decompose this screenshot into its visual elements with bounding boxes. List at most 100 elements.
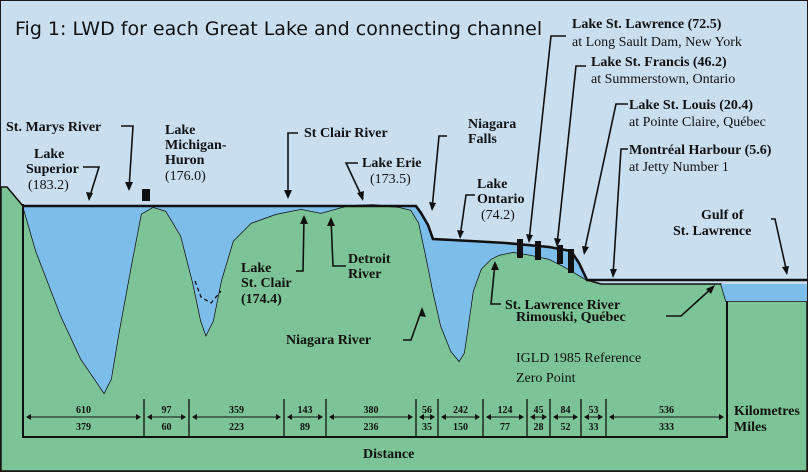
segment-arrows <box>26 414 724 420</box>
label-lake-michigan-huron-value: (176.0) <box>165 169 206 184</box>
segment-arrowhead-left <box>584 414 589 420</box>
segment-km-value: 53 <box>589 405 599 416</box>
label-montreal-harbour: Montréal Harbour (5.6) <box>629 143 772 158</box>
segment-km-value: 124 <box>498 405 513 416</box>
segment-dividers <box>143 399 607 437</box>
label-montreal-harbour-location: at Jetty Number 1 <box>629 160 729 175</box>
segment-km-value: 56 <box>422 405 432 416</box>
label-lake-st-clair-2: St. Clair <box>241 276 292 291</box>
segment-arrowhead-left <box>329 414 334 420</box>
label-lake-ontario-value: (74.2) <box>481 208 515 223</box>
leader-lines <box>83 35 788 341</box>
segment-arrowhead-right <box>598 414 603 420</box>
segment-arrowhead-left <box>419 414 424 420</box>
segment-km-value: 359 <box>229 405 244 416</box>
segment-mi-value: 89 <box>300 422 310 433</box>
segment-km-value: 242 <box>453 405 468 416</box>
label-lake-st-louis-location: at Pointe Claire, Québec <box>629 115 766 130</box>
segment-km-value: 97 <box>162 405 172 416</box>
unit-kilometres: Kilometres <box>734 404 800 419</box>
sault-lock-marker <box>142 189 150 201</box>
label-gulf-of-st-lawrence-1: Gulf of <box>701 208 744 223</box>
label-lake-st-louis: Lake St. Louis (20.4) <box>629 98 753 113</box>
segment-mi-value: 150 <box>453 422 468 433</box>
label-lake-st-francis-location: at Summerstown, Ontario <box>591 72 735 87</box>
label-st-marys-river: St. Marys River <box>6 120 101 135</box>
segment-arrowhead-right <box>519 414 524 420</box>
label-niagara-falls-1: Niagara <box>468 117 516 132</box>
dam-marker-1 <box>517 239 523 258</box>
dashed-depth-line <box>194 280 222 304</box>
segment-arrowhead-right <box>181 414 186 420</box>
label-lake-st-clair-1: Lake <box>241 261 271 276</box>
segment-arrowhead-left <box>147 414 152 420</box>
segment-arrowhead-left <box>486 414 491 420</box>
segment-mi-value: 28 <box>534 422 544 433</box>
segment-km-value: 84 <box>561 405 571 416</box>
dam-marker-3 <box>557 245 563 264</box>
segment-mi-value: 333 <box>659 422 674 433</box>
segment-mi-value: 223 <box>229 422 244 433</box>
segment-arrowhead-left <box>26 414 31 420</box>
axis-label-distance: Distance <box>363 447 414 462</box>
segment-arrowhead-right <box>430 414 435 420</box>
segment-arrowhead-left <box>441 414 446 420</box>
segment-arrowhead-right <box>408 414 413 420</box>
leader-arrowheads <box>86 182 789 317</box>
segment-arrowhead-left <box>609 414 614 420</box>
label-st-lawrence-river: St. Lawrence River <box>505 298 620 313</box>
dam-marker-4 <box>568 249 574 273</box>
label-lake-st-lawrence-location: at Long Sault Dam, New York <box>572 35 742 50</box>
label-lake-superior-1: Lake <box>34 147 64 162</box>
water-profile <box>23 205 807 393</box>
figure-title: Fig 1: LWD for each Great Lake and conne… <box>15 18 542 40</box>
segment-mi-value: 35 <box>422 422 432 433</box>
label-lake-st-lawrence: Lake St. Lawrence (72.5) <box>572 17 722 32</box>
label-niagara-river: Niagara River <box>286 333 371 348</box>
label-lake-ontario-1: Lake <box>477 177 507 192</box>
label-lake-michigan-huron-2: Michigan- <box>165 138 227 153</box>
segment-arrowhead-right <box>719 414 724 420</box>
segment-arrowhead-right <box>276 414 281 420</box>
segment-mi-value: 60 <box>162 422 172 433</box>
label-gulf-of-st-lawrence-2: St. Lawrence <box>673 224 751 239</box>
segment-km-value: 380 <box>364 405 379 416</box>
segment-labels: 6103799760359223143893802365635242150124… <box>76 405 674 433</box>
segment-km-value: 610 <box>76 405 91 416</box>
segment-arrowhead-right <box>542 414 547 420</box>
label-lake-st-francis: Lake St. Francis (46.2) <box>591 55 727 70</box>
segment-arrowhead-right <box>573 414 578 420</box>
label-lake-erie: Lake Erie <box>362 156 422 171</box>
segment-km-value: 143 <box>298 405 313 416</box>
label-lake-superior-2: Superior <box>26 162 79 177</box>
segment-arrowhead-right <box>318 414 323 420</box>
label-lake-erie-value: (173.5) <box>370 172 411 187</box>
distance-bracket <box>22 204 728 438</box>
label-lake-ontario-2: Ontario <box>477 192 524 207</box>
label-st-clair-river: St Clair River <box>304 126 388 141</box>
segment-arrowhead-left <box>530 414 535 420</box>
segment-km-value: 45 <box>534 405 544 416</box>
label-detroit-river-1: Detroit <box>348 252 391 267</box>
segment-arrowhead-left <box>553 414 558 420</box>
label-lake-st-clair-value: (174.4) <box>241 292 282 307</box>
segment-arrowhead-left <box>192 414 197 420</box>
segment-mi-value: 379 <box>76 422 91 433</box>
label-rimouski: Rimouski, Québec <box>516 310 626 325</box>
label-igld-1: IGLD 1985 Reference <box>516 351 641 366</box>
segment-mi-value: 33 <box>589 422 599 433</box>
segment-arrowhead-left <box>287 414 292 420</box>
dam-marker-2 <box>535 241 541 260</box>
segment-mi-value: 77 <box>500 422 510 433</box>
label-niagara-falls-2: Falls <box>468 132 497 147</box>
unit-miles: Miles <box>734 420 767 435</box>
segment-arrowhead-right <box>475 414 480 420</box>
label-igld-2: Zero Point <box>516 371 576 386</box>
segment-km-value: 536 <box>659 405 674 416</box>
label-lake-superior-value: (183.2) <box>28 178 69 193</box>
label-lake-michigan-huron-3: Huron <box>165 153 205 168</box>
segment-mi-value: 52 <box>561 422 571 433</box>
segment-arrowhead-right <box>136 414 141 420</box>
